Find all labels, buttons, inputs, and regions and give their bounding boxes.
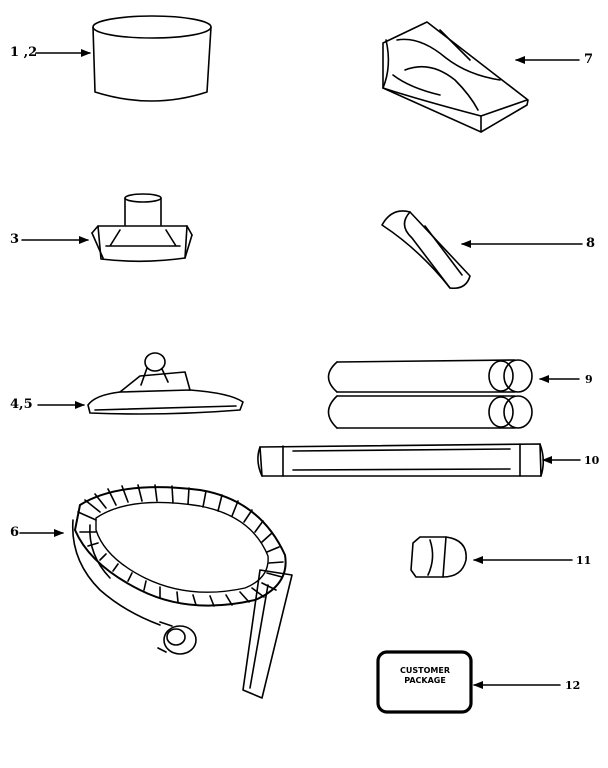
wide-floor-tool-part	[87, 352, 244, 415]
floor-nozzle-part	[91, 193, 193, 263]
part-label-1-2: 1 ,2	[10, 45, 38, 60]
part-label-8: 8	[586, 236, 596, 251]
filter-cylinder-part	[92, 15, 212, 102]
extension-wand-part	[327, 359, 533, 429]
hose-part	[71, 484, 293, 699]
customer-package-part	[376, 650, 473, 714]
part-label-11: 11	[576, 554, 592, 567]
part-label-10: 10	[584, 454, 600, 467]
part-label-6: 6	[10, 525, 20, 540]
customer-package-label: CUSTOMER PACKAGE	[381, 666, 469, 686]
part-label-12: 12	[565, 679, 581, 692]
package-line-1: CUSTOMER	[400, 666, 450, 675]
package-line-2: PACKAGE	[404, 676, 446, 685]
part-label-3: 3	[10, 232, 20, 247]
collection-bag-part	[382, 21, 529, 133]
part-label-4-5: 4,5	[10, 397, 33, 412]
upholstery-nozzle-part	[410, 536, 467, 578]
part-label-7: 7	[584, 52, 594, 67]
part-label-9: 9	[585, 373, 593, 386]
leader-arrows	[19, 49, 583, 689]
crevice-tool-part	[381, 210, 471, 290]
brush-bar-part	[257, 443, 545, 477]
